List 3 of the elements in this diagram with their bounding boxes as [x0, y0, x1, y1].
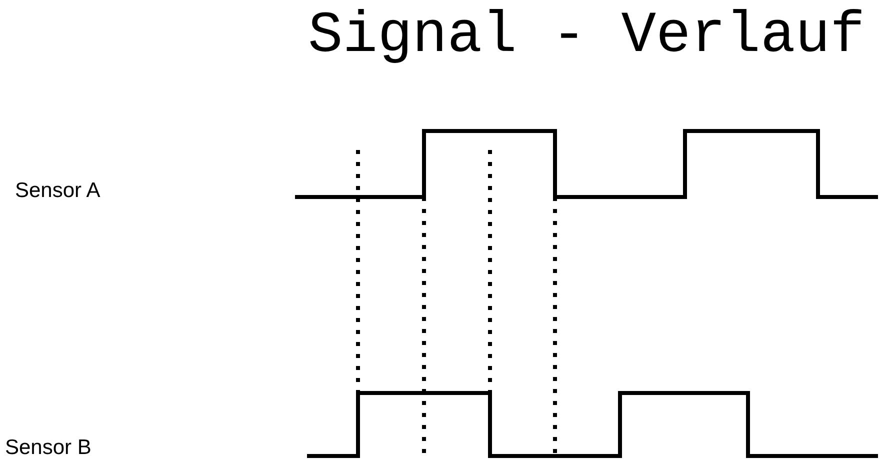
sensor-label: Sensor A	[15, 180, 100, 201]
diagram-title: Signal - Verlauf	[308, 8, 865, 66]
sensor-label: Sensor B	[5, 437, 92, 458]
